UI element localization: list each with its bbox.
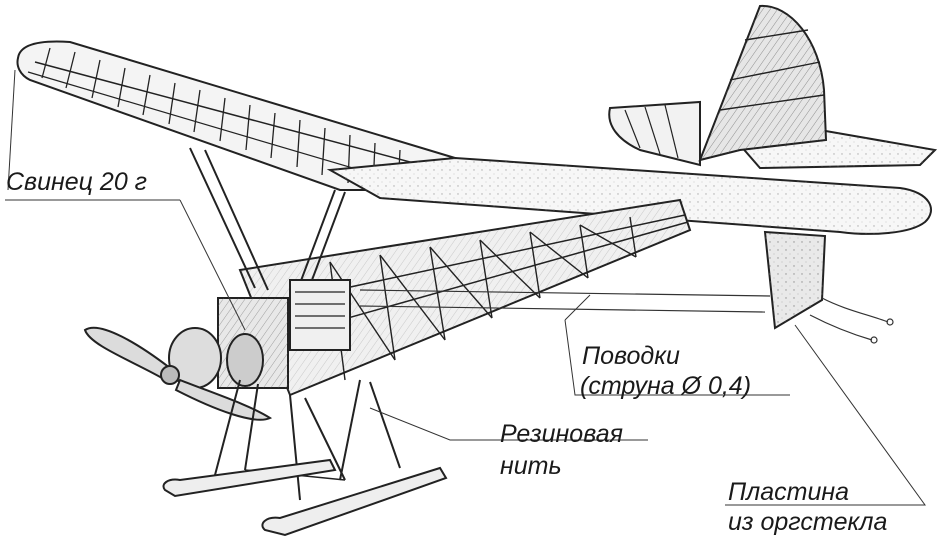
control-lines-spec-label: (струна Ø 0,4) (580, 372, 752, 400)
control-lines (359, 289, 894, 344)
plate-label: Пластина (728, 478, 850, 506)
right-wing (326, 156, 932, 235)
plate-material-label: из оргстекла (728, 508, 888, 536)
rubber-thread-label-2: нить (500, 452, 562, 480)
plexiglass-plate (763, 230, 827, 330)
skis (162, 458, 448, 537)
lead-weight-label: Свинец 20 г (6, 168, 147, 196)
propeller (83, 326, 273, 421)
rubber-thread-label: Резиновая (500, 420, 623, 448)
left-wing (16, 40, 457, 191)
control-lines-label: Поводки (582, 342, 680, 370)
horizontal-stabilizer (608, 100, 938, 170)
vertical-fin (698, 4, 828, 162)
leader-lines (5, 69, 926, 506)
engine (168, 279, 351, 389)
